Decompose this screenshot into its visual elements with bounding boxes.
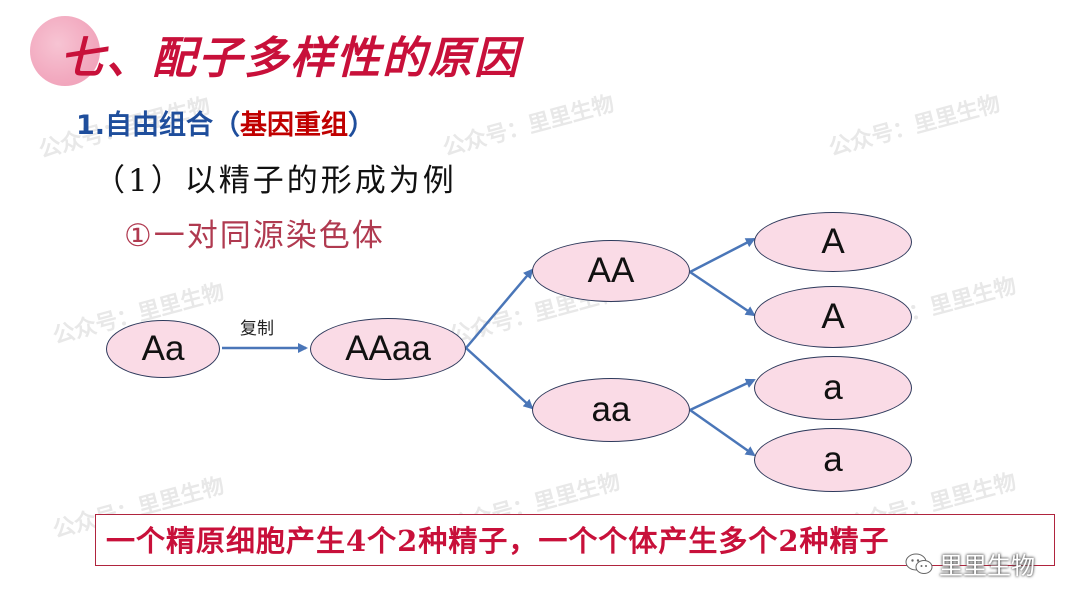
section-suffix: ） bbox=[348, 110, 376, 141]
node-start: Aa bbox=[106, 320, 220, 378]
split-arrow-lower-aa-1 bbox=[689, 378, 756, 412]
node-final-2: A bbox=[754, 286, 912, 348]
badge-text: 里里生物 bbox=[939, 552, 1035, 580]
split-arrow-lower bbox=[465, 347, 534, 410]
section-highlight: 基因重组 bbox=[240, 110, 349, 141]
title-decoration bbox=[30, 16, 100, 86]
point-heading: ①一对同源染色体 bbox=[124, 218, 385, 254]
account-badge: 里里生物 bbox=[905, 546, 1035, 581]
node-middle-upper: AA bbox=[532, 240, 690, 302]
page-title: 七、配子多样性的原因 bbox=[60, 33, 520, 84]
split-arrow-lower-aa-2 bbox=[689, 408, 756, 457]
conclusion-text: 一个精原细胞产生4个2种精子，一个个体产生多个2种精子 bbox=[106, 524, 890, 558]
wechat-icon bbox=[905, 553, 933, 574]
node-final-3: a bbox=[754, 356, 912, 420]
section-heading: 1.自由组合（基因重组） bbox=[76, 103, 375, 142]
section-prefix: 1.自由组合（ bbox=[76, 110, 241, 141]
subsection-heading: （1）以精子的形成为例 bbox=[94, 163, 457, 199]
node-replicated: AAaa bbox=[310, 318, 466, 380]
split-arrow-upper bbox=[465, 268, 534, 349]
node-final-4: a bbox=[754, 428, 912, 492]
node-final-1: A bbox=[754, 212, 912, 272]
replication-label: 复制 bbox=[240, 319, 274, 339]
split-arrow-aa-1 bbox=[689, 237, 756, 274]
split-arrow-aa-2 bbox=[689, 270, 756, 317]
node-middle-lower: aa bbox=[532, 378, 690, 442]
conclusion-box bbox=[95, 514, 1055, 566]
